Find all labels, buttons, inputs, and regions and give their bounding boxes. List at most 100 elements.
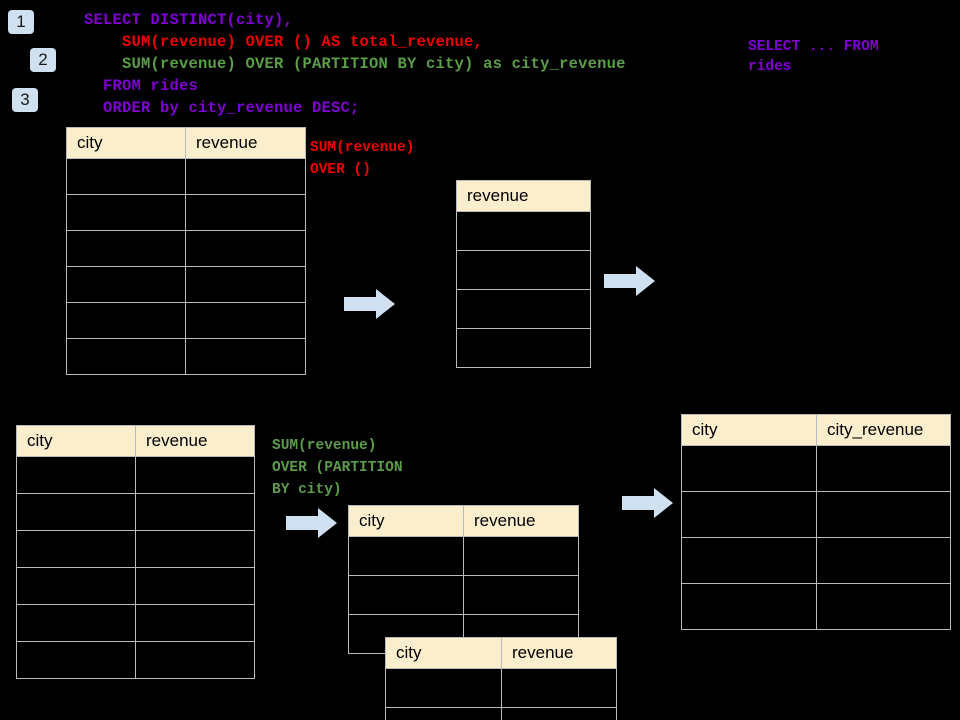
cell — [16, 493, 136, 531]
table-row — [681, 583, 951, 630]
cell — [135, 456, 255, 494]
sql-line-sum-over-partition: SUM(revenue) OVER (PARTITION BY city) as… — [84, 55, 626, 73]
table-row — [16, 604, 255, 642]
arrow-right-icon — [622, 488, 673, 518]
sql-line-sum-over-empty: SUM(revenue) OVER () AS total_revenue, — [84, 33, 484, 51]
cell — [816, 537, 951, 584]
step-badge-2: 2 — [30, 48, 56, 72]
partition-group-table-back: city revenue — [348, 505, 579, 654]
cell — [16, 604, 136, 642]
sql-line-select-distinct: SELECT DISTINCT(city), — [84, 11, 294, 29]
table-row — [456, 328, 591, 368]
step-badge-1: 1 — [8, 10, 34, 34]
cell — [681, 491, 817, 538]
table-row — [681, 491, 951, 538]
total-revenue-table: revenue — [456, 180, 591, 368]
table-row — [348, 536, 579, 576]
table-row — [16, 641, 255, 679]
cell — [348, 575, 464, 615]
cell — [501, 668, 617, 708]
cell — [816, 491, 951, 538]
column-header-city: city — [66, 127, 186, 159]
table-row — [16, 456, 255, 494]
cell — [16, 530, 136, 568]
table-row — [456, 211, 591, 251]
table-row — [385, 707, 617, 720]
arrow-partition-to-result — [622, 487, 674, 519]
column-header-revenue: revenue — [501, 637, 617, 669]
cell — [66, 302, 186, 339]
cell — [66, 158, 186, 195]
cell — [135, 493, 255, 531]
table-row — [348, 575, 579, 615]
column-header-revenue: revenue — [135, 425, 255, 457]
cell — [385, 668, 502, 708]
cell — [348, 536, 464, 576]
column-header-revenue: revenue — [185, 127, 306, 159]
table-row — [16, 530, 255, 568]
cell — [456, 328, 591, 368]
step-badge-3: 3 — [12, 88, 38, 112]
table-row — [385, 668, 617, 708]
cell — [66, 266, 186, 303]
cell — [816, 583, 951, 630]
table-header-row: city city_revenue — [681, 414, 951, 446]
arrow-right-icon — [286, 508, 337, 538]
cell — [135, 567, 255, 605]
column-header-revenue: revenue — [456, 180, 591, 212]
table-header-row: revenue — [456, 180, 591, 212]
cell — [66, 338, 186, 375]
table-row — [681, 537, 951, 584]
table-row — [66, 266, 306, 303]
table-row — [66, 158, 306, 195]
cell — [185, 338, 306, 375]
annotation-select-from-line2: rides — [748, 59, 792, 75]
cell — [681, 583, 817, 630]
cell — [16, 567, 136, 605]
table-header-row: city revenue — [66, 127, 306, 159]
cell — [185, 302, 306, 339]
cell — [463, 536, 579, 576]
table-row — [66, 230, 306, 267]
arrow-total-to-result — [604, 265, 656, 297]
sql-line-order-by: ORDER by city_revenue DESC; — [84, 99, 360, 117]
table-row — [66, 194, 306, 231]
source-rides-table-partitioned: city revenue — [16, 425, 255, 679]
cell — [16, 456, 136, 494]
cell — [463, 575, 579, 615]
table-row — [456, 250, 591, 290]
cell — [385, 707, 502, 720]
annotation-select-from-line1: SELECT ... FROM — [748, 39, 879, 55]
table-header-row: city revenue — [16, 425, 255, 457]
arrow-source-to-partition — [286, 507, 338, 539]
table-row — [456, 289, 591, 329]
table-row — [66, 338, 306, 375]
column-header-city: city — [348, 505, 464, 537]
source-rides-table: city revenue — [66, 127, 306, 375]
cell — [456, 250, 591, 290]
cell — [135, 641, 255, 679]
result-city-revenue-table: city city_revenue — [681, 414, 951, 630]
cell — [66, 194, 186, 231]
cell — [185, 194, 306, 231]
cell — [501, 707, 617, 720]
cell — [135, 604, 255, 642]
column-header-city: city — [681, 414, 817, 446]
cell — [16, 641, 136, 679]
partition-group-table-front: city revenue — [385, 637, 617, 720]
column-header-city: city — [385, 637, 502, 669]
annotation-sum-over-empty-line2: OVER () — [310, 162, 371, 178]
cell — [185, 158, 306, 195]
cell — [185, 266, 306, 303]
annotation-sum-over-partition-line1: SUM(revenue) — [272, 438, 377, 454]
cell — [135, 530, 255, 568]
annotation-sum-over-partition-line3: BY city) — [272, 482, 342, 498]
cell — [456, 289, 591, 329]
table-header-row: city revenue — [348, 505, 579, 537]
column-header-revenue: revenue — [463, 505, 579, 537]
table-row — [16, 567, 255, 605]
cell — [681, 445, 817, 492]
cell — [681, 537, 817, 584]
annotation-sum-over-empty-line1: SUM(revenue) — [310, 140, 415, 156]
cell — [456, 211, 591, 251]
